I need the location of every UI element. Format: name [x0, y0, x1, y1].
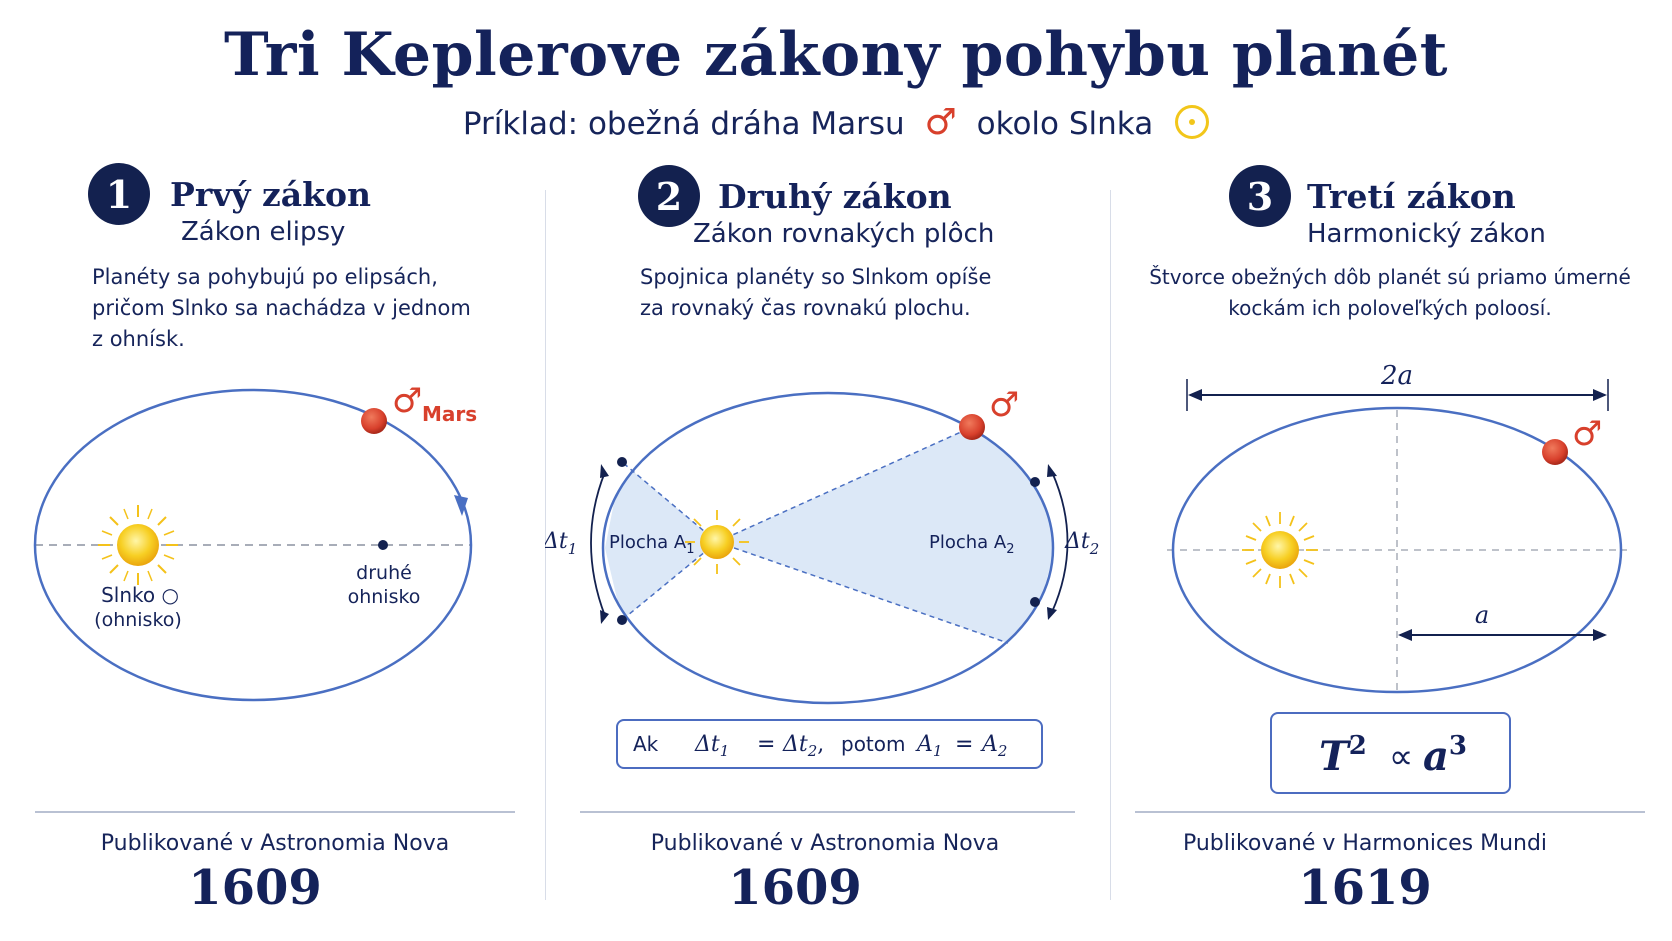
- law-2-orbit-ellipse: [601, 391, 1055, 705]
- law-3-published: Publikované v Harmonices Mundi: [1182, 831, 1548, 856]
- law-2-dt1-label: Δt1: [545, 529, 577, 558]
- formula-a: a3: [1423, 731, 1467, 780]
- law-2-dt1-arc: [590, 471, 606, 617]
- law-3-desc-line: Štvorce obežných dôb planét sú priamo úm…: [1149, 265, 1631, 289]
- law-1-orbit-direction-arrow: [454, 495, 468, 516]
- formula-t: T2: [1319, 731, 1367, 780]
- formula-proportional: ∝: [1389, 737, 1413, 777]
- law-1-mars-planet-icon: [361, 408, 387, 434]
- sun-symbol-icon: [1175, 105, 1210, 139]
- formula-equals: =: [955, 732, 973, 757]
- law-3-arrow-left-icon: [1188, 389, 1202, 401]
- formula-potom: potom: [841, 732, 906, 756]
- law-3-desc-line: kockám ich poloveľkých poloosí.: [1228, 296, 1552, 320]
- law-1-number-badge: 1: [88, 163, 150, 225]
- subtitle-text-before: Príklad: obežná dráha Marsu: [462, 106, 905, 142]
- law-2-radius-line: [621, 541, 718, 621]
- law-3-arrow-left-icon: [1398, 629, 1412, 641]
- law-2-mars-symbol: ♂: [989, 385, 1019, 425]
- law-1-mars-label: Mars: [422, 402, 477, 426]
- law-1-desc-line: Planéty sa pohybujú po elipsách,: [92, 265, 438, 289]
- law-1-orbit-ellipse: [33, 388, 473, 702]
- formula-a1: A1: [915, 732, 942, 760]
- law-2-dt2-arc: [1051, 471, 1069, 613]
- law-3-number-badge: 3: [1229, 165, 1291, 227]
- law-2-number-badge: 2: [638, 165, 700, 227]
- law-2-area-1-label: Plocha A1: [609, 532, 695, 557]
- law-3-formula-box: T2 ∝ a3: [1270, 712, 1511, 794]
- law-3-formula: T2 ∝ a3: [1319, 731, 1467, 780]
- formula-dt2: Δt2,: [782, 732, 824, 760]
- law-2-radius-line: [621, 461, 718, 543]
- law-3-title: Tretí zákon: [1307, 177, 1516, 216]
- law-1-focus-label: druhé: [356, 562, 412, 584]
- law-1-published: Publikované v Astronomia Nova: [100, 831, 450, 856]
- page-subtitle: Príklad: obežná dráha Marsu ♂ okolo Slnk…: [0, 102, 1672, 143]
- column-divider-2: [1110, 190, 1111, 900]
- column-divider-1: [545, 190, 546, 900]
- law-2-sun-icon: [685, 510, 749, 574]
- law-2-radius-line: [716, 426, 973, 543]
- law-1-focus-label-2: ohnisko: [348, 586, 421, 608]
- law-3-mars-symbol: ♂: [1572, 414, 1602, 454]
- law-3-year: 1619: [1298, 860, 1432, 916]
- law-2-orbit-point: [1030, 477, 1040, 487]
- law-1-desc-line: z ohnísk.: [92, 327, 185, 351]
- law-2-diagram: ♂ Δt1 Δt2 Plocha A1 Plocha A2: [545, 385, 1099, 705]
- law-2-area-1-fill: [605, 462, 717, 620]
- law-1-title: Prvý zákon: [170, 175, 372, 214]
- law-3-bottom-rule: [1135, 811, 1645, 813]
- law-3-sun-icon: [1242, 512, 1318, 588]
- law-1-subtitle: Zákon elipsy: [181, 217, 346, 247]
- law-2-area-2-fill: [717, 427, 1053, 643]
- law-2-desc-line: za rovnaký čas rovnakú plochu.: [640, 296, 971, 320]
- law-2-dt2-arrow-icon: [1047, 607, 1057, 620]
- law-3-orbit-ellipse: [1171, 406, 1623, 694]
- law-3-semi-axis-label: a: [1475, 601, 1489, 629]
- law-3-arrow-right-icon: [1593, 629, 1607, 641]
- law-3-description: Štvorce obežných dôb planét sú priamo úm…: [1135, 262, 1645, 324]
- law-2-formula-box: Ak Δt1 = Δt2, potom A1 = A2: [616, 719, 1043, 769]
- law-2-dt1-arrow-icon: [600, 610, 609, 624]
- law-2-published: Publikované v Astronomia Nova: [650, 831, 1000, 856]
- formula-dt1: Δt1: [694, 732, 729, 760]
- law-2-dt2-arrow-icon: [1047, 464, 1057, 477]
- law-2-radius-line: [716, 541, 1009, 644]
- law-2-subtitle: Zákon rovnakých plôch: [693, 219, 995, 249]
- page-title: Tri Keplerove zákony pohybu planét: [223, 20, 1449, 90]
- law-2-desc-line: Spojnica planéty so Slnkom opíše: [640, 265, 992, 289]
- mars-symbol-icon: ♂: [924, 102, 957, 143]
- law-2-description: Spojnica planéty so Slnkom opíše za rovn…: [640, 262, 1060, 324]
- law-1-year: 1609: [188, 860, 322, 916]
- law-2-year: 1609: [728, 860, 862, 916]
- law-2-formula: Ak Δt1 = Δt2, potom A1 = A2: [633, 732, 1007, 760]
- law-1-sun-label-2: (ohnisko): [94, 609, 182, 631]
- law-1-diagram: ♂ Mars Slnko ○ (ohnisko) druhé ohnisko: [33, 381, 477, 702]
- law-2-orbit-point: [617, 615, 627, 625]
- law-2-dt2-label: Δt2: [1064, 529, 1099, 558]
- formula-equals: =: [757, 732, 775, 757]
- law-2-dt1-arrow-icon: [600, 464, 609, 478]
- law-2-orbit-point: [1030, 597, 1040, 607]
- law-1-second-focus-dot: [378, 540, 388, 550]
- law-1-bottom-rule: [35, 811, 515, 813]
- law-3-major-axis-label: 2a: [1380, 361, 1413, 391]
- law-1-sun-icon: [97, 504, 179, 586]
- law-1-sun-label: Slnko ○: [101, 583, 179, 607]
- law-2-orbit-point: [617, 457, 627, 467]
- law-2-bottom-rule: [580, 811, 1075, 813]
- law-2-mars-planet-icon: [959, 414, 985, 440]
- subtitle-text-after: okolo Slnka: [976, 106, 1154, 142]
- law-1-desc-line: pričom Slnko sa nachádza v jednom: [92, 296, 471, 320]
- law-1-description: Planéty sa pohybujú po elipsách, pričom …: [92, 262, 512, 355]
- law-3-arrow-right-icon: [1593, 389, 1607, 401]
- law-3-diagram: 2a a ♂: [1167, 361, 1627, 695]
- law-3-mars-planet-icon: [1542, 439, 1568, 465]
- law-2-title: Druhý zákon: [718, 177, 952, 216]
- law-1-mars-symbol: ♂: [392, 381, 422, 421]
- formula-ak: Ak: [633, 732, 659, 756]
- law-2-area-2-label: Plocha A2: [929, 532, 1015, 557]
- formula-a2: A2: [980, 732, 1007, 760]
- law-3-subtitle: Harmonický zákon: [1307, 219, 1546, 249]
